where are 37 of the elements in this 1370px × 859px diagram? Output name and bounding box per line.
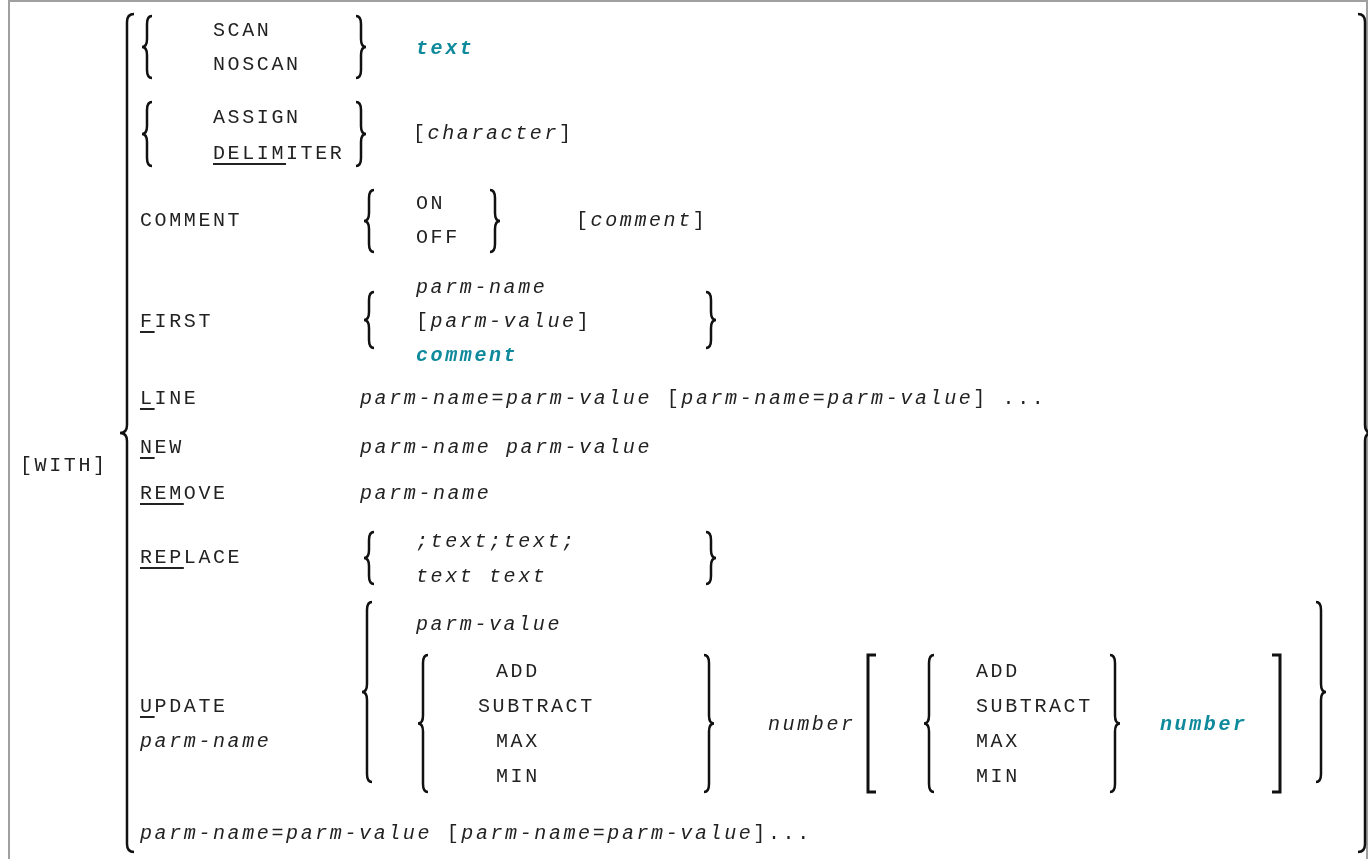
syntax-text: parm-name (416, 275, 548, 301)
syntax-text: parm-name=parm-value [parm-name=parm-value]... (140, 821, 812, 847)
syntax-text: FIRST (140, 309, 214, 335)
syntax-text: parm-value (416, 612, 563, 638)
syntax-text: parm-name=parm-value [parm-name=parm-value] ... (360, 386, 1047, 412)
syntax-text: NEW (140, 435, 184, 461)
syntax-text: ADD (976, 659, 1020, 685)
syntax-text: [WITH] (20, 453, 108, 479)
syntax-text: MIN (496, 764, 540, 790)
syntax-text: parm-name parm-value (360, 435, 653, 461)
syntax-text: comment (416, 343, 519, 369)
syntax-text: MIN (976, 764, 1020, 790)
syntax-text: [character] (413, 121, 574, 147)
syntax-text: LINE (140, 386, 199, 412)
syntax-text: DELIMITER (213, 141, 345, 167)
syntax-text: ON (416, 191, 446, 217)
syntax-text: [parm-value] (416, 309, 592, 335)
syntax-text: number (1160, 712, 1248, 738)
syntax-text: MAX (976, 729, 1020, 755)
syntax-text: ASSIGN (213, 105, 301, 131)
syntax-text: text (416, 36, 475, 62)
syntax-text: parm-name (360, 481, 492, 507)
syntax-text: SUBTRACT (976, 694, 1093, 720)
syntax-text: COMMENT (140, 208, 243, 234)
syntax-text: UPDATE (140, 694, 228, 720)
syntax-text: [comment] (576, 208, 708, 234)
syntax-text: text text (416, 564, 548, 590)
syntax-text: SUBTRACT (478, 694, 595, 720)
syntax-text: OFF (416, 225, 460, 251)
syntax-text: REMOVE (140, 481, 228, 507)
syntax-text: ;text;text; (416, 529, 577, 555)
syntax-text: NOSCAN (213, 52, 301, 78)
syntax-text: parm-name (140, 729, 272, 755)
syntax-text: ADD (496, 659, 540, 685)
syntax-text: SCAN (213, 18, 272, 44)
syntax-text: MAX (496, 729, 540, 755)
syntax-text: number (768, 712, 856, 738)
